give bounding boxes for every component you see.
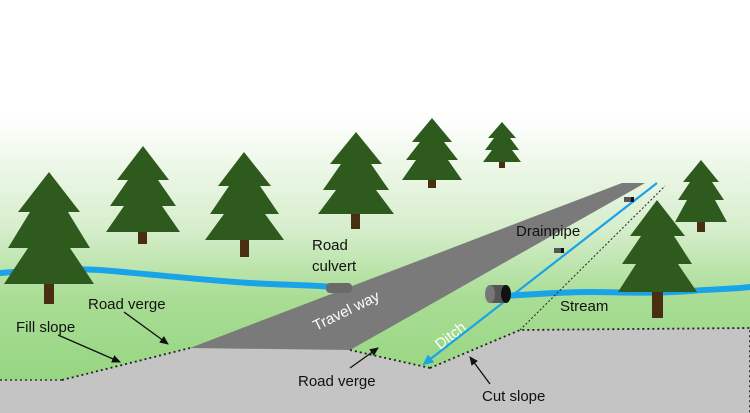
fill-slope-label: Fill slope xyxy=(16,319,75,336)
pine-tree-icon xyxy=(106,146,180,244)
drainpipe-icon xyxy=(624,197,634,202)
pine-tree-icon xyxy=(318,132,394,229)
pine-tree-icon xyxy=(402,118,462,188)
drainpipe-label: Drainpipe xyxy=(516,223,580,240)
pine-tree-icon xyxy=(618,200,697,318)
pine-tree-icon xyxy=(4,172,94,304)
arrow-icon xyxy=(123,311,169,345)
culvert-pipe-icon xyxy=(485,285,511,303)
arrow-icon xyxy=(349,347,379,369)
road-verge-upper-label: Road verge xyxy=(88,296,166,313)
road-verge-lower-label: Road verge xyxy=(298,373,376,390)
ditch-flow-line xyxy=(422,182,658,366)
culvert-pipe-icon xyxy=(326,283,352,293)
pine-tree-icon xyxy=(205,152,284,257)
road-verge-lower-edge xyxy=(349,349,431,369)
pine-tree-icon xyxy=(483,122,521,168)
road-culvert-label-line2: culvert xyxy=(312,258,357,275)
stream-label: Stream xyxy=(560,298,608,315)
fill-slope-edge xyxy=(61,347,191,381)
pine-tree-icon xyxy=(675,160,727,232)
stream-right xyxy=(502,284,750,299)
travel-way-surface xyxy=(190,183,645,350)
drainpipe-icon xyxy=(554,248,564,253)
ground-cross-section xyxy=(0,328,750,413)
arrow-icon xyxy=(469,356,491,385)
arrow-icon xyxy=(57,334,121,363)
road-culvert-label-line1: Road xyxy=(312,237,348,254)
cut-slope-label: Cut slope xyxy=(482,388,545,405)
